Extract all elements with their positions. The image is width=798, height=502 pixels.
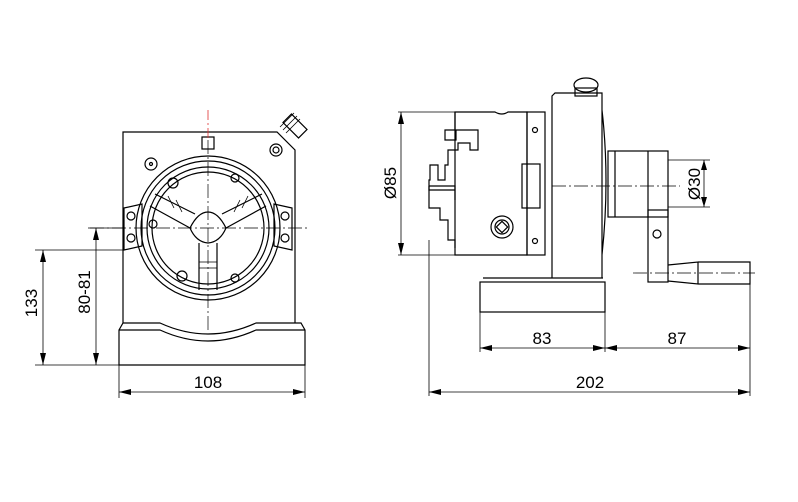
dim-diameter-30: Ø30 xyxy=(685,168,704,200)
dim-108: 108 xyxy=(194,373,222,392)
dim-diameter-85: Ø85 xyxy=(381,167,400,199)
front-base xyxy=(118,322,306,366)
dim-202: 202 xyxy=(576,373,604,392)
dim-80-81: 80-81 xyxy=(75,270,94,313)
dim-87: 87 xyxy=(668,329,687,348)
front-body-outline xyxy=(122,131,296,323)
crank-arm xyxy=(647,209,669,283)
locking-knob-icon xyxy=(573,77,599,97)
adjust-screw-icon xyxy=(279,112,308,139)
vertical-plate xyxy=(551,92,607,278)
spindle xyxy=(607,150,669,218)
chuck-body xyxy=(454,111,528,256)
side-base xyxy=(479,281,606,313)
side-view: Ø85 Ø30 83 87 202 xyxy=(381,77,755,396)
dim-133: 133 xyxy=(22,289,41,317)
dim-83: 83 xyxy=(533,329,552,348)
chuck-flange xyxy=(526,111,546,256)
front-view: 133 80-81 108 xyxy=(22,110,310,398)
